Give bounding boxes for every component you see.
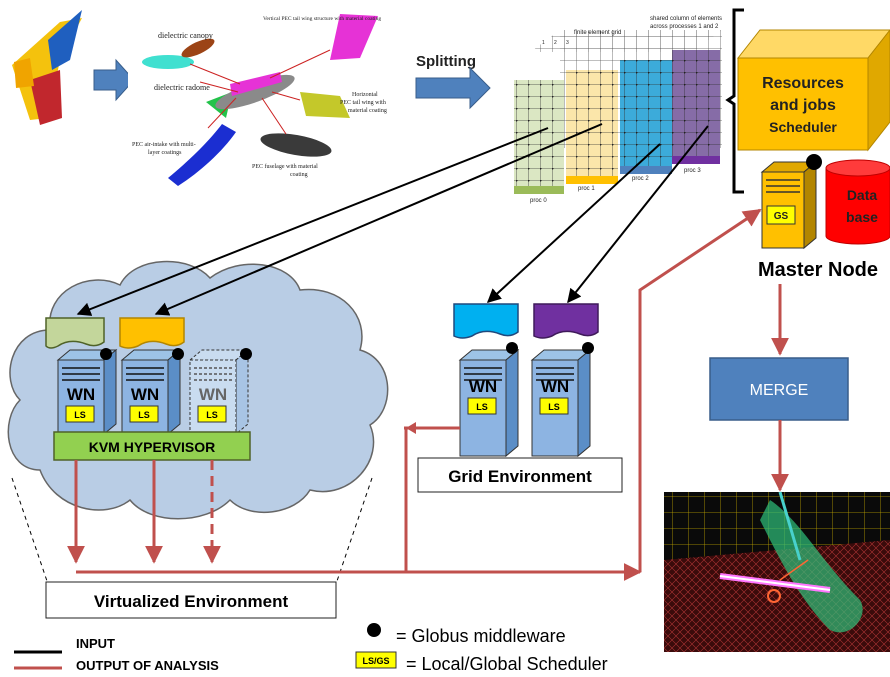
legend-scheduler-box — [355, 651, 397, 669]
fuselage-part — [260, 133, 332, 157]
proc0-label: proc 0 — [530, 198, 547, 204]
svg-text:2: 2 — [554, 40, 557, 46]
database: Data base — [825, 159, 890, 245]
globus-dot-wn1 — [100, 348, 112, 360]
analysis-result-visualization — [664, 491, 890, 652]
label-horizontal-2: PEC tail wing with — [340, 100, 386, 106]
globus-dot-wn5 — [582, 342, 594, 354]
legend-globus-dot — [367, 623, 381, 637]
gs-label: GS — [774, 211, 789, 222]
svg-text:1: 1 — [542, 40, 545, 46]
ls-box-5 — [539, 397, 569, 415]
database-line2: base — [846, 209, 878, 225]
aircraft-thumbnail — [12, 10, 82, 125]
svg-text:3: 3 — [566, 40, 569, 46]
splitting-label: Splitting — [416, 53, 476, 70]
globus-dot-master — [806, 154, 822, 170]
worker-node-3-dashed: WN LS — [188, 348, 252, 436]
label-fuselage-2: coating — [290, 172, 308, 178]
ls-box-4 — [467, 397, 497, 415]
worker-node-4: WN LS — [458, 342, 520, 458]
wn-label-3: WN — [199, 385, 227, 404]
label-canopy: dielectric canopy — [158, 31, 213, 40]
resources-line2: and jobs — [770, 97, 836, 114]
label-vertical-tail: Vertical PEC tail wing structure with ma… — [263, 16, 381, 22]
canopy-part — [142, 55, 194, 69]
virtualized-environment-box: Virtualized Environment — [45, 581, 337, 619]
air-intake-part — [168, 124, 236, 186]
merge-label: MERGE — [750, 382, 809, 399]
projection-lines — [11, 477, 373, 585]
input-block-green — [45, 317, 105, 349]
wn-label-2: WN — [131, 385, 159, 404]
ls-box-1 — [65, 405, 95, 423]
wn-label-5: WN — [541, 377, 569, 396]
splitting-arrow — [415, 66, 491, 110]
resources-line1: Resources — [762, 75, 844, 92]
input-arrows — [76, 123, 709, 316]
input-block-purple — [533, 303, 599, 339]
output-arrows — [67, 208, 789, 581]
worker-node-1: WN LS — [56, 348, 118, 436]
resources-line3: Scheduler — [769, 119, 837, 135]
legend-output-label: OUTPUT OF ANALYSIS — [76, 658, 219, 673]
legend-scheduler-box-label: LS/GS — [362, 656, 389, 666]
ls-label-2: LS — [138, 410, 150, 420]
label-fuselage-1: PEC fuselage with material — [252, 163, 318, 170]
aircraft-parts-figure: dielectric canopy Vertical PEC tail wing… — [128, 12, 396, 190]
worker-node-2: WN LS — [120, 348, 184, 436]
shared-column-label-1: shared column of elements — [650, 16, 722, 22]
proc2-label: proc 2 — [632, 176, 649, 182]
label-horizontal-3: material coating — [348, 108, 387, 114]
kvm-label: KVM HYPERVISOR — [89, 439, 216, 455]
ls-label-1: LS — [74, 410, 86, 420]
fe-grid-label: finite element grid — [574, 30, 621, 36]
globus-dot-wn2 — [172, 348, 184, 360]
wn-label-4: WN — [469, 377, 497, 396]
grid-environment-box: Grid Environment — [417, 457, 623, 493]
master-node-server: GS — [760, 154, 822, 250]
proc1-label: proc 1 — [578, 186, 595, 192]
proc3-label: proc 3 — [684, 168, 701, 174]
ls-label-4: LS — [476, 402, 488, 412]
grid-environment-label: Grid Environment — [448, 467, 592, 486]
legend-scheduler-label: = Local/Global Scheduler — [406, 654, 608, 674]
legend-globus-label: = Globus middleware — [396, 626, 566, 646]
legend-input-label: INPUT — [76, 636, 115, 651]
globus-dot-wn4 — [506, 342, 518, 354]
horizontal-tail-part — [300, 92, 350, 118]
ls-label-5: LS — [548, 402, 560, 412]
wn-label-1: WN — [67, 385, 95, 404]
database-line1: Data — [847, 187, 878, 203]
kvm-hypervisor: KVM HYPERVISOR — [53, 431, 251, 461]
ls-box-3 — [197, 405, 227, 423]
ls-label-3: LS — [206, 410, 218, 420]
input-block-orange — [119, 317, 185, 349]
gs-box — [766, 205, 796, 225]
virtualized-environment-label: Virtualized Environment — [94, 592, 289, 611]
label-horizontal-1: Horizontal — [352, 92, 378, 98]
vertical-tail-part — [330, 14, 378, 60]
merge-box: MERGE — [709, 357, 849, 421]
label-air-intake-1: PEC air-intake with multi- — [132, 142, 196, 148]
grid-output-arrowhead — [406, 422, 416, 434]
label-air-intake-2: layer coatings — [148, 150, 182, 156]
bracket — [725, 8, 744, 194]
master-node-label: Master Node — [758, 259, 878, 281]
ls-box-2 — [129, 405, 159, 423]
input-block-blue — [453, 303, 519, 339]
finite-element-grid-figure: finite element grid shared column of ele… — [505, 14, 727, 204]
label-radome: dielectric radome — [154, 83, 210, 92]
globus-dot-wn3 — [240, 348, 252, 360]
flow-arrow-1 — [93, 58, 135, 102]
resources-scheduler-box: Resources and jobs Scheduler — [736, 29, 890, 152]
worker-node-5: WN LS — [530, 342, 594, 458]
legend: INPUT OUTPUT OF ANALYSIS = Globus middle… — [14, 623, 608, 674]
shared-column-label-2: across processes 1 and 2 — [650, 24, 719, 30]
